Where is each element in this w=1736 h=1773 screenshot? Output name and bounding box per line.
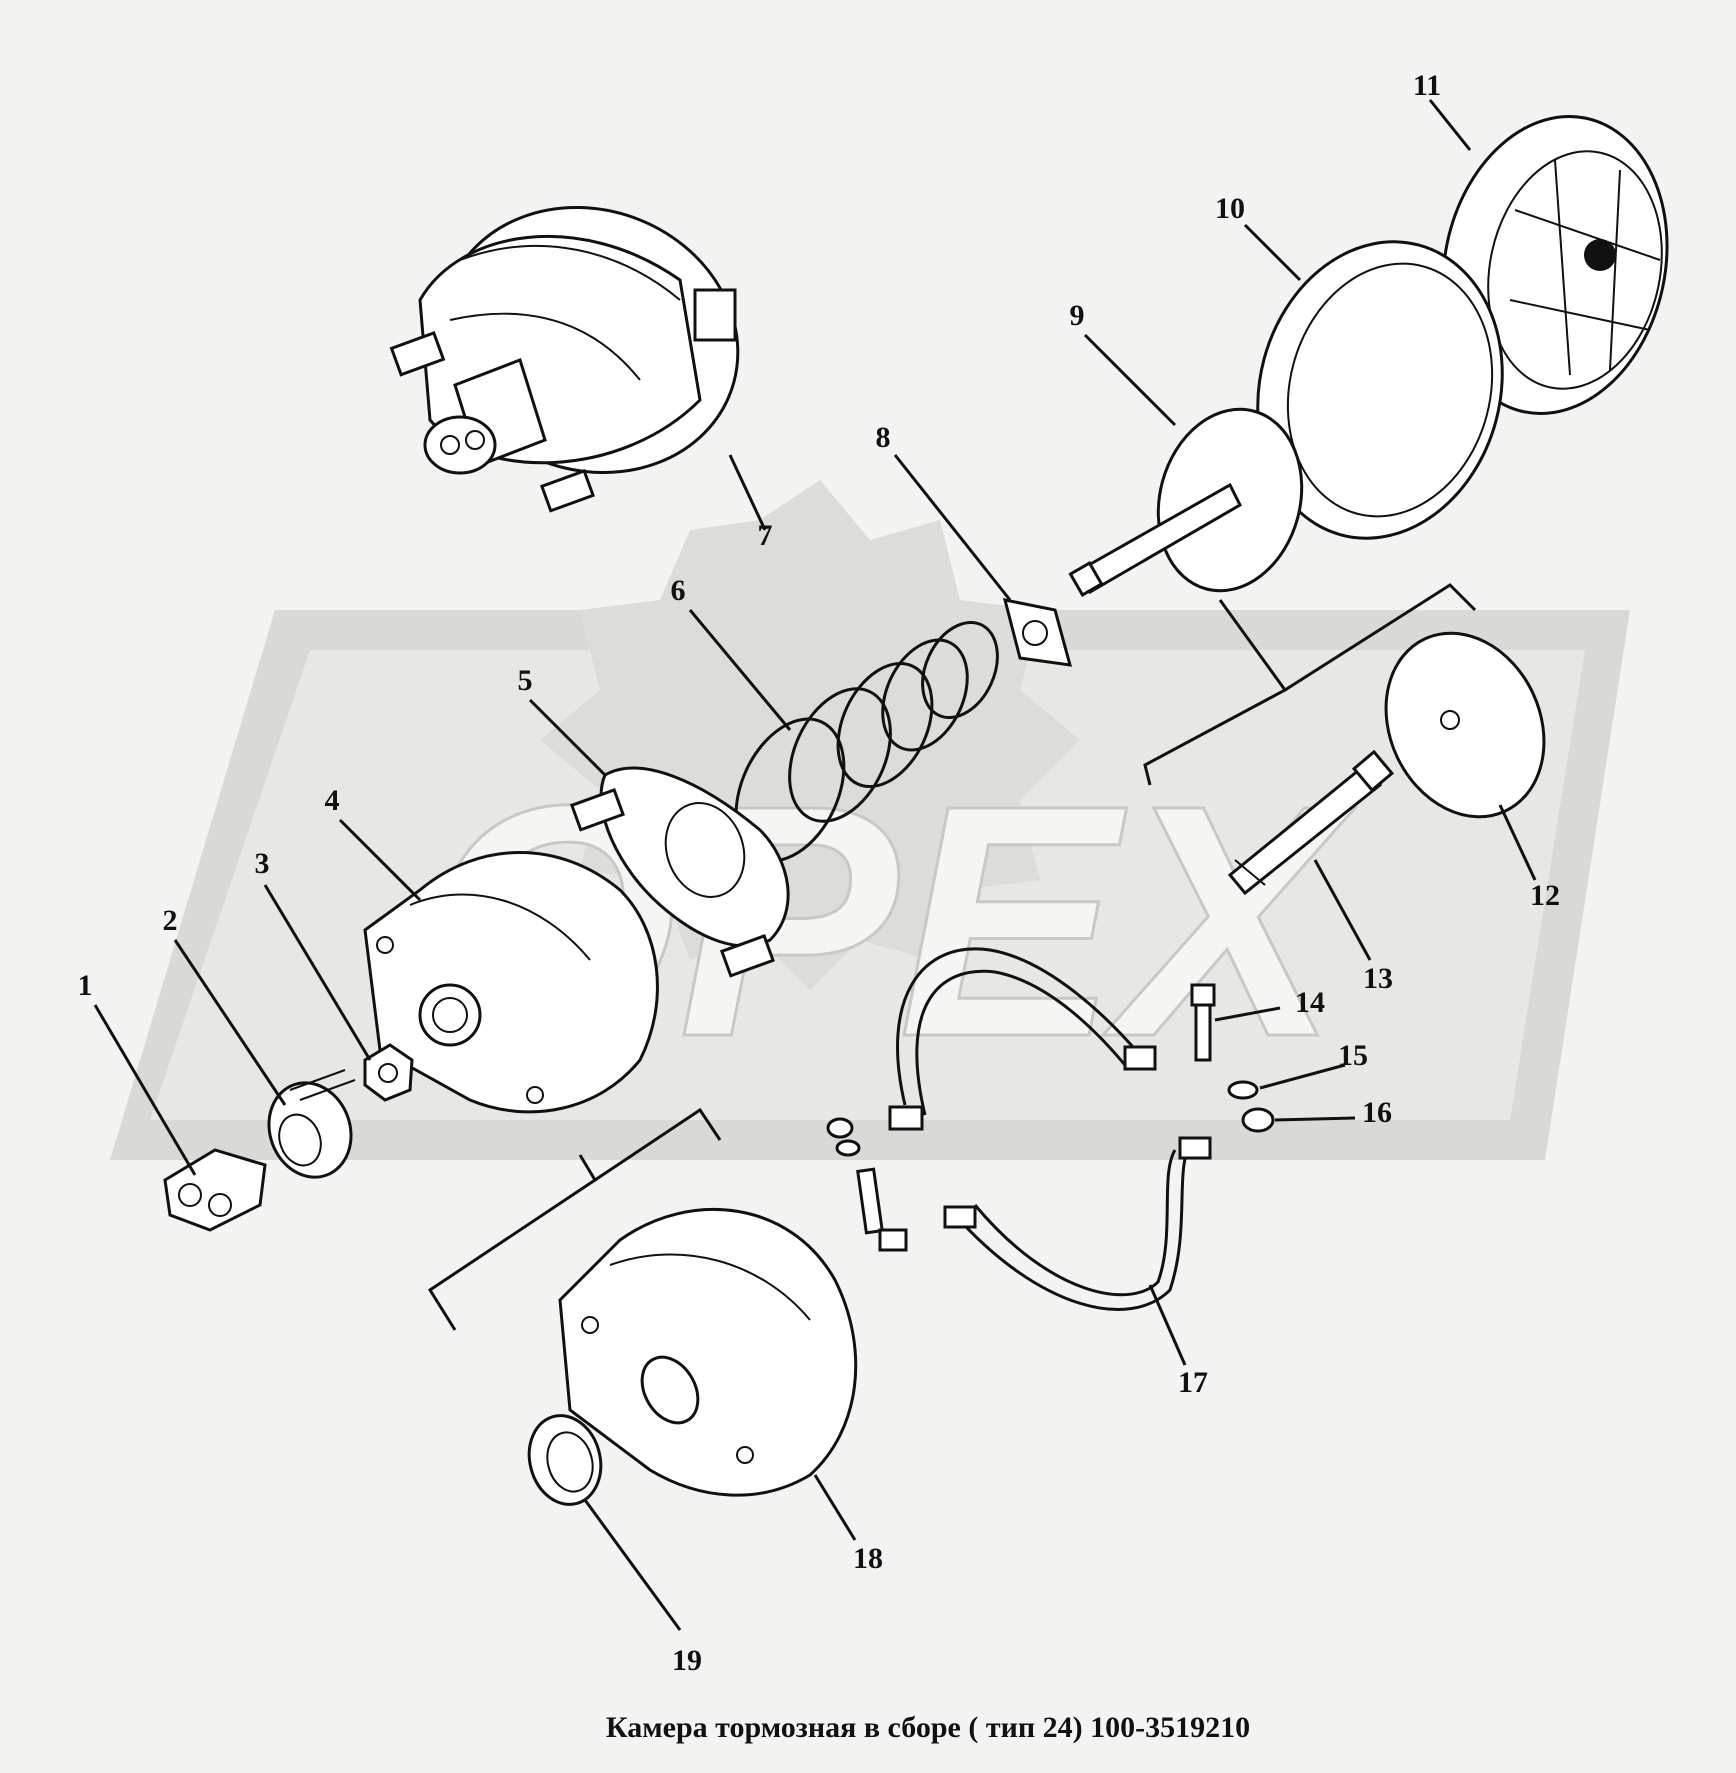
label-part-7: 7	[758, 519, 773, 552]
label-part-4: 4	[325, 784, 340, 817]
label-part-13: 13	[1363, 962, 1393, 995]
part-7-chamber-assembly	[389, 206, 740, 513]
part-14-bolt	[1190, 983, 1216, 1062]
part-17-clamp-lower	[943, 1136, 1212, 1311]
part-13-push-rod	[1227, 749, 1395, 896]
part-9-diaphragm-rod	[1068, 407, 1304, 597]
part-17-clamp-upper	[888, 947, 1157, 1131]
label-part-10: 10	[1215, 192, 1245, 225]
part-1-clevis	[163, 1148, 267, 1232]
label-part-2: 2	[163, 904, 178, 937]
part-2-bushing	[267, 1069, 356, 1179]
label-part-12: 12	[1530, 879, 1560, 912]
label-part-11: 11	[1413, 69, 1441, 102]
label-part-14: 14	[1295, 986, 1325, 1019]
watermark-logo: OPEX	[110, 480, 1630, 1160]
label-part-18: 18	[853, 1542, 883, 1575]
label-part-16: 16	[1362, 1096, 1392, 1129]
part-19-seal	[527, 1414, 603, 1506]
label-part-9: 9	[1070, 299, 1085, 332]
label-part-1: 1	[78, 969, 93, 1002]
part-10-ring	[1256, 240, 1504, 540]
part-12-disc	[1384, 631, 1546, 819]
label-part-15: 15	[1338, 1039, 1368, 1072]
part-bolt-small-left	[826, 1117, 908, 1252]
leader-lines	[93, 99, 1537, 1631]
part-18-housing	[558, 1207, 858, 1497]
part-8-plate	[1002, 598, 1073, 667]
part-16-nut	[1241, 1107, 1275, 1133]
label-part-19: 19	[672, 1644, 702, 1677]
diagram-caption: Камера тормозная в сборе ( тип 24) 100-3…	[606, 1711, 1250, 1744]
label-part-17: 17	[1178, 1366, 1208, 1399]
label-part-5: 5	[518, 664, 533, 697]
part-3-nut	[363, 1043, 414, 1102]
label-part-3: 3	[255, 847, 270, 880]
part-15-washer	[1227, 1080, 1259, 1100]
part-5-flange	[569, 766, 790, 978]
part-4-housing	[363, 851, 659, 1114]
assembly-brackets	[427, 583, 1477, 1331]
label-part-8: 8	[876, 421, 891, 454]
label-part-6: 6	[671, 574, 686, 607]
part-labels: 1 2 3 4 5 6 7 8 9 10 11 12 13 14 15 16 1…	[78, 69, 1561, 1677]
